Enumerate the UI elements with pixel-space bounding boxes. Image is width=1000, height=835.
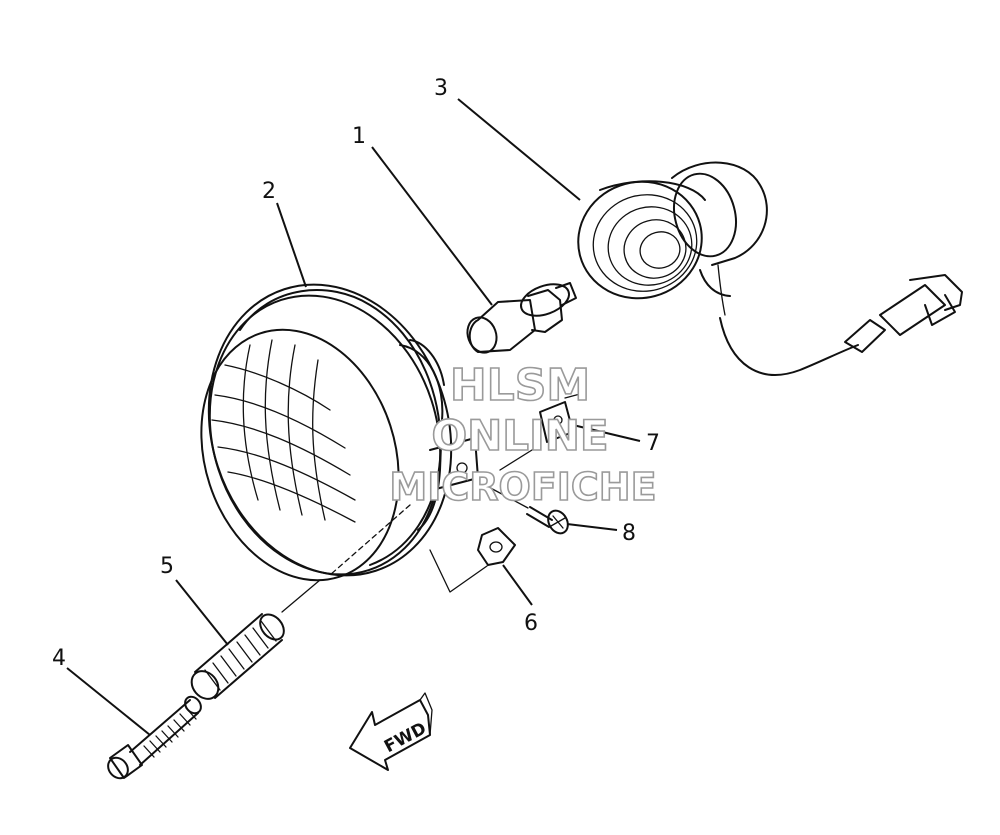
callout-6: 6 <box>524 611 538 636</box>
watermark-line-2: ONLINE <box>431 411 608 460</box>
callout-labels: 1 2 3 4 5 6 7 8 <box>52 76 660 671</box>
socket-cord <box>577 161 963 376</box>
callout-1: 1 <box>352 124 366 149</box>
spring <box>190 613 285 700</box>
callout-3: 3 <box>434 76 448 101</box>
callout-2: 2 <box>262 179 276 204</box>
adjusting-screw <box>107 695 202 780</box>
watermark-line-1: HLSM <box>450 360 590 411</box>
fwd-label: FWD <box>381 719 430 758</box>
watermark: HLSM ONLINE MICROFICHE <box>389 359 658 510</box>
callout-8: 8 <box>622 521 636 546</box>
callout-4: 4 <box>52 646 66 671</box>
bracket-plate <box>499 393 581 471</box>
screw <box>484 484 569 535</box>
callout-7: 7 <box>646 431 660 456</box>
callout-5: 5 <box>160 554 174 579</box>
bulb <box>466 282 577 354</box>
fwd-arrow: FWD <box>349 692 433 771</box>
nut <box>477 527 516 566</box>
watermark-line-3: MICROFICHE <box>389 465 656 509</box>
headlight-unit <box>200 283 488 613</box>
leader-lines <box>66 98 641 736</box>
